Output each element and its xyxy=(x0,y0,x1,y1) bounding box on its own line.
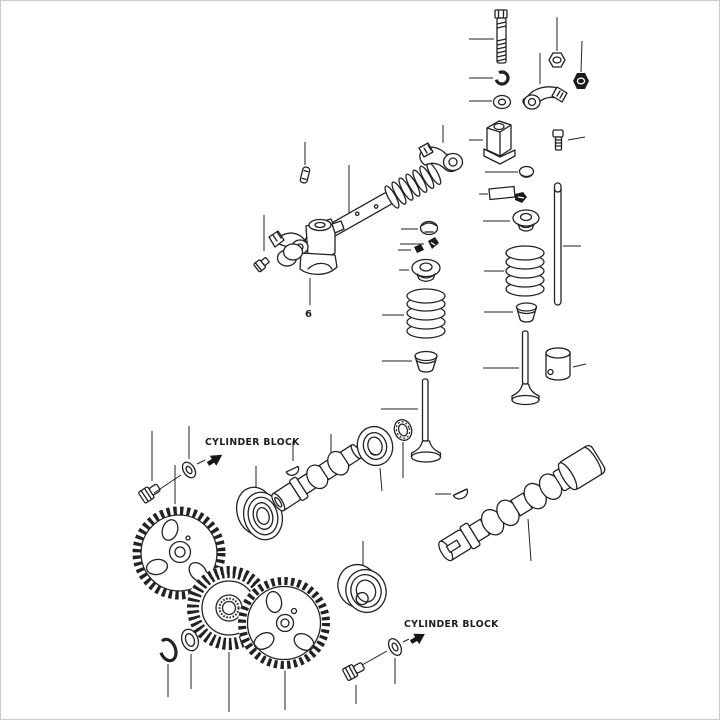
valve-keeper-a xyxy=(400,237,439,249)
pump-gear xyxy=(238,577,330,710)
direction-arrow-lower xyxy=(409,633,425,645)
thrust-washer xyxy=(180,628,200,689)
stopper-washer-upper xyxy=(181,426,197,479)
valve-spring-left xyxy=(382,288,446,339)
camshaft-bearing-rear xyxy=(356,425,394,492)
direction-arrow-upper xyxy=(206,454,223,466)
valve-left xyxy=(381,378,442,463)
part-callout-6: 6 xyxy=(305,309,312,320)
snap-ring xyxy=(158,637,178,697)
cylinder-block-label-lower: CYLINDER BLOCK xyxy=(404,619,499,630)
cylinder-block-label-upper: CYLINDER BLOCK xyxy=(205,437,300,448)
lock-washer xyxy=(469,70,510,86)
flat-washer xyxy=(469,94,512,110)
stud-bolt xyxy=(469,9,508,64)
valve-stem-seal xyxy=(393,419,413,478)
valve-keeper-set xyxy=(479,185,527,203)
valve-keeper-b xyxy=(398,244,424,253)
rocker-arm-upper xyxy=(522,53,568,110)
rocker-shaft-spring xyxy=(384,161,442,209)
valve-right xyxy=(483,330,540,406)
spring-retainer-right xyxy=(483,209,540,232)
valve-cap xyxy=(401,220,439,236)
stopper-bolt-lower xyxy=(342,662,365,704)
pump-camshaft xyxy=(438,445,606,562)
woodruff-key-rear xyxy=(435,488,469,500)
push-rod xyxy=(553,182,581,306)
spring-retainer-left xyxy=(399,258,441,282)
stopper-bolt-upper xyxy=(138,431,161,504)
valve-lifter xyxy=(545,347,587,381)
install-direction-line-upper xyxy=(153,459,206,494)
rocker-support-assembly xyxy=(268,218,345,305)
ball-bearing-rear xyxy=(337,541,387,614)
retainer-cap xyxy=(485,165,535,178)
stopper-washer-lower xyxy=(387,637,403,684)
adjusting-screw xyxy=(552,129,586,151)
valve-camshaft xyxy=(271,434,362,512)
valve-guide-right xyxy=(484,302,538,323)
valve-spring-right xyxy=(484,245,545,297)
hex-nut xyxy=(548,17,566,68)
rocker-shaft-pin xyxy=(299,142,311,184)
install-direction-line-lower xyxy=(361,638,410,666)
valve-guide-left xyxy=(382,350,438,373)
flange-nut xyxy=(573,40,589,89)
support-bolt xyxy=(253,215,270,273)
rocker-support-upper xyxy=(469,120,516,165)
rocker-arm-shaft-end xyxy=(418,125,464,173)
camshaft-ball-bearing-front xyxy=(235,466,284,541)
woodruff-key-front xyxy=(285,441,300,476)
